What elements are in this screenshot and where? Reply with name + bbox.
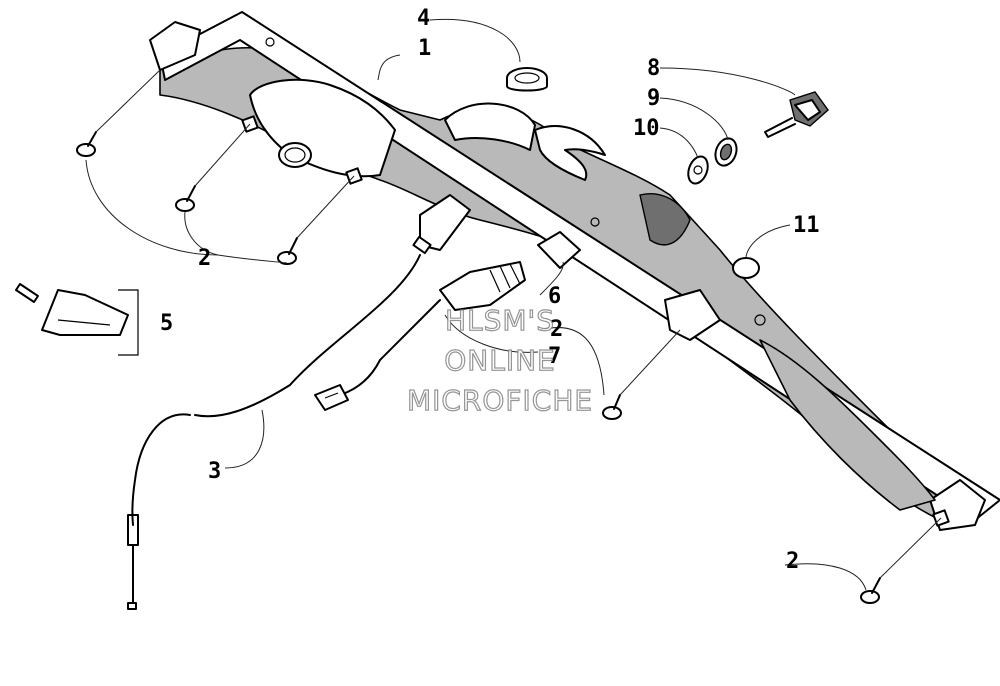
console-housing <box>149 11 1000 531</box>
watermark: HLSM'S ONLINE MICROFICHE <box>406 303 593 417</box>
hole-plug <box>732 257 760 279</box>
screw-4 <box>602 394 622 420</box>
callout-2-left: 2 <box>198 246 211 271</box>
callout-2-right: 2 <box>786 549 799 574</box>
screws <box>76 69 942 604</box>
key-bezel <box>714 137 738 167</box>
screw-5 <box>860 577 881 604</box>
callout-9: 9 <box>647 86 660 111</box>
watermark-line-1: HLSM'S <box>445 304 555 337</box>
screw-2 <box>175 185 196 212</box>
callout-7: 7 <box>548 344 561 369</box>
callout-3: 3 <box>208 459 221 484</box>
callout-4: 4 <box>417 6 430 31</box>
callout-1: 1 <box>418 36 431 61</box>
callout-11: 11 <box>793 213 820 238</box>
callout-6: 6 <box>548 284 561 309</box>
watermark-line-2: ONLINE <box>444 344 555 377</box>
throttle-switch <box>412 194 581 311</box>
ignition-key <box>764 91 829 138</box>
retaining-nut <box>687 155 709 185</box>
clip-assembly <box>15 283 139 356</box>
screw-1 <box>76 131 97 157</box>
throttle-cable <box>127 254 421 610</box>
callout-5: 5 <box>160 311 173 336</box>
callout-10: 10 <box>633 116 660 141</box>
grommet <box>506 67 548 92</box>
leader-lines <box>85 18 867 591</box>
wire-harness <box>314 299 441 411</box>
callout-labels: 1 2 2 2 3 4 5 6 7 8 9 10 11 <box>160 6 820 574</box>
screw-3 <box>277 237 298 265</box>
callout-2-center: 2 <box>550 317 563 342</box>
watermark-line-3: MICROFICHE <box>407 384 593 417</box>
callout-8: 8 <box>647 56 660 81</box>
